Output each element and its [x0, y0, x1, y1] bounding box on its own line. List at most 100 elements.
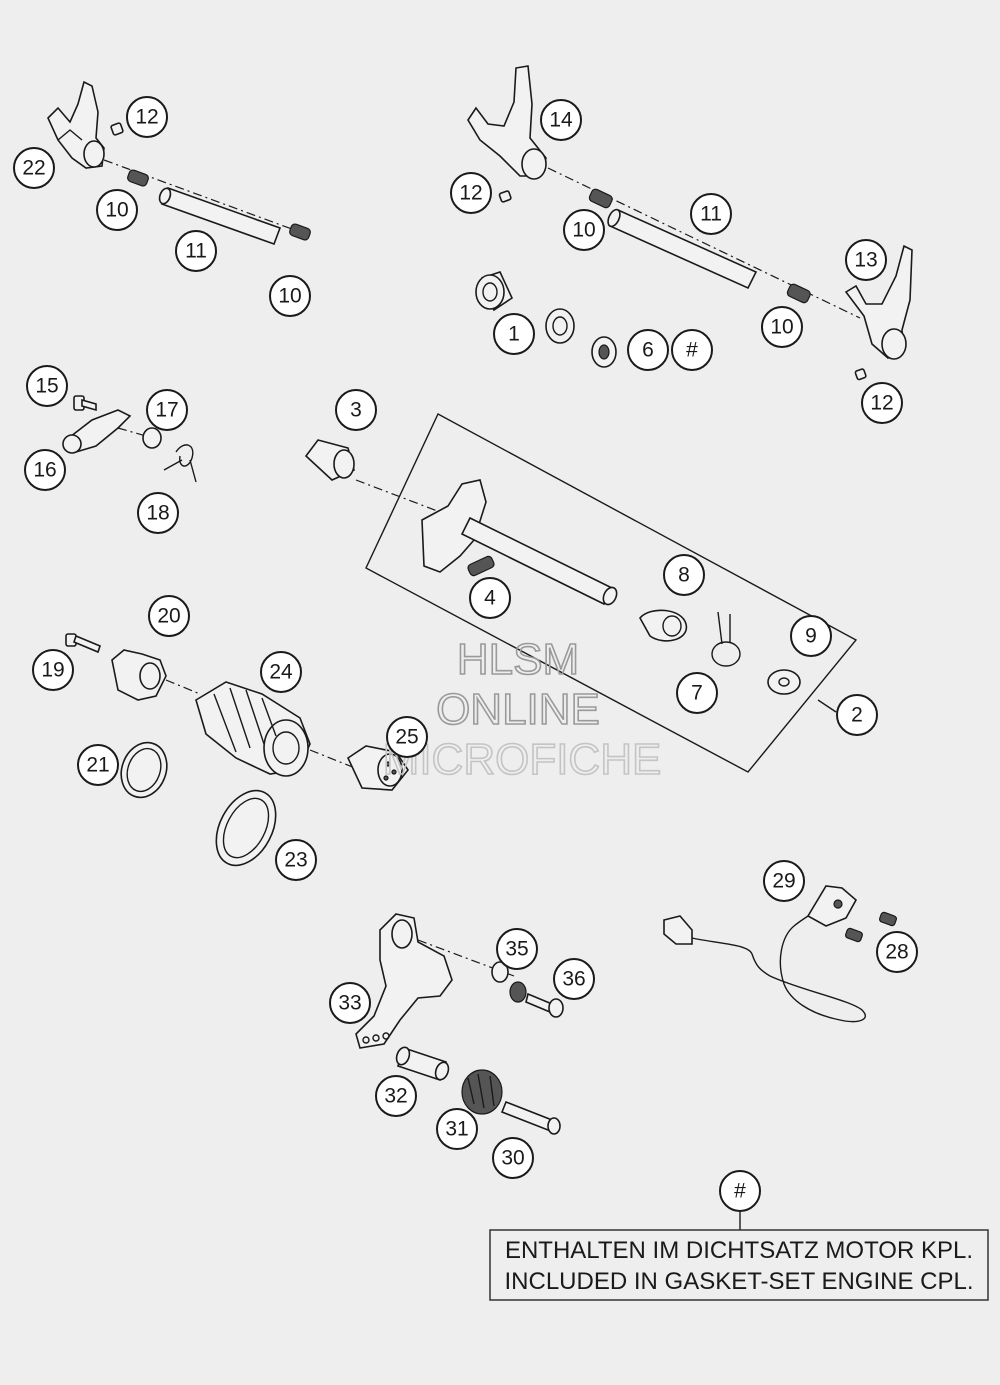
washer-36	[509, 981, 527, 1003]
note-line-english: INCLUDED IN GASKET-SET ENGINE CPL.	[505, 1268, 974, 1295]
screw-15	[73, 395, 97, 412]
callout-12: 12	[450, 172, 492, 214]
svg-text:#: #	[734, 1180, 746, 1203]
svg-text:25: 25	[395, 726, 418, 749]
callout-31: 31	[436, 1108, 478, 1150]
spring-10-a	[127, 169, 149, 187]
needle-ring-23	[215, 789, 277, 867]
callout-13: 13	[845, 239, 887, 281]
callout-8: 8	[663, 554, 705, 596]
svg-text:6: 6	[642, 339, 654, 362]
callout-18: 18	[137, 492, 179, 534]
callout-14: 14	[540, 99, 582, 141]
svg-text:23: 23	[284, 849, 307, 872]
shift-fork-13	[844, 244, 913, 360]
svg-text:10: 10	[278, 285, 301, 308]
svg-text:9: 9	[805, 625, 817, 648]
callout-12: 12	[126, 96, 168, 138]
screws-28	[845, 911, 897, 943]
watermark-line-1: HLSM	[457, 635, 579, 684]
shift-lever-33	[355, 913, 453, 1049]
pin-12-c	[854, 368, 867, 381]
callout-2: 2	[836, 694, 878, 736]
gear-sensor-29	[663, 885, 867, 1023]
callout-12: 12	[861, 382, 903, 424]
callout-23: 23	[275, 839, 317, 881]
svg-text:11: 11	[185, 240, 207, 263]
detent-lever-16	[62, 409, 132, 454]
callout-28: 28	[876, 931, 918, 973]
needle-bearing-1a	[475, 271, 514, 312]
svg-text:1: 1	[508, 323, 520, 346]
svg-text:30: 30	[501, 1147, 524, 1170]
callout-35: 35	[496, 928, 538, 970]
svg-text:#: #	[686, 339, 698, 362]
callout-19: 19	[32, 649, 74, 691]
svg-text:12: 12	[870, 392, 893, 415]
watermark-line-3: MICROFICHE	[383, 735, 662, 784]
callout-11: 11	[690, 193, 732, 235]
note-line-german: ENTHALTEN IM DICHTSATZ MOTOR KPL.	[505, 1237, 973, 1264]
washer-35	[491, 961, 509, 983]
svg-text:4: 4	[484, 587, 496, 610]
callout-17: 17	[146, 389, 188, 431]
svg-text:10: 10	[572, 219, 595, 242]
shaft-11-a	[158, 186, 282, 246]
drum-bearing-25	[346, 745, 409, 791]
watermark-line-2: ONLINE	[436, 685, 600, 734]
svg-text:19: 19	[41, 659, 64, 682]
svg-text:13: 13	[854, 249, 877, 272]
callout-7: 7	[676, 672, 718, 714]
rubber-boot-31	[461, 1069, 503, 1115]
spring-10-d	[786, 283, 811, 304]
callout-6: 6	[627, 329, 669, 371]
callout-11: 11	[175, 230, 217, 272]
svg-text:11: 11	[700, 203, 722, 226]
spring-10-b	[289, 223, 311, 241]
shift-drum-24	[195, 681, 311, 777]
callout-4: 4	[469, 577, 511, 619]
svg-text:15: 15	[35, 375, 58, 398]
svg-text:28: 28	[885, 941, 908, 964]
callout-1: 1	[493, 313, 535, 355]
return-clip-8	[639, 609, 687, 642]
svg-text:2: 2	[851, 704, 863, 727]
callout-33: 33	[329, 982, 371, 1024]
callout-32: 32	[375, 1075, 417, 1117]
shaft-11-b	[607, 208, 758, 290]
seal-ring-6	[591, 336, 617, 368]
callout-16: 16	[24, 449, 66, 491]
return-spring-7	[711, 611, 741, 667]
svg-text:36: 36	[562, 968, 585, 991]
callout-9: 9	[790, 615, 832, 657]
callout-36: 36	[553, 958, 595, 1000]
needle-ring-21	[120, 741, 168, 799]
torsion-spring-18	[163, 444, 197, 483]
callout-21: 21	[77, 744, 119, 786]
assembly-frame-2	[365, 413, 858, 773]
svg-text:8: 8	[678, 564, 690, 587]
svg-text:24: 24	[269, 661, 293, 684]
svg-text:17: 17	[155, 399, 178, 422]
svg-text:12: 12	[459, 182, 482, 205]
svg-text:29: 29	[772, 870, 795, 893]
svg-text:3: 3	[350, 399, 362, 422]
sleeve-17	[142, 427, 162, 449]
callout-10: 10	[96, 189, 138, 231]
callout-hash: #	[671, 329, 713, 371]
callout-22: 22	[13, 147, 55, 189]
needle-bearing-1b	[545, 308, 575, 344]
callout-30: 30	[492, 1137, 534, 1179]
shift-shaft-assembly	[421, 479, 618, 606]
svg-text:7: 7	[691, 682, 703, 705]
svg-text:21: 21	[86, 754, 109, 777]
callout-10: 10	[269, 275, 311, 317]
svg-text:12: 12	[135, 106, 158, 129]
spring-10-c	[588, 188, 613, 209]
washer-9	[767, 669, 801, 695]
bushing-32	[395, 1046, 450, 1082]
lever-screw	[525, 992, 564, 1018]
note-box: ENTHALTEN IM DICHTSATZ MOTOR KPL. INCLUD…	[489, 1229, 989, 1301]
svg-text:20: 20	[157, 605, 180, 628]
